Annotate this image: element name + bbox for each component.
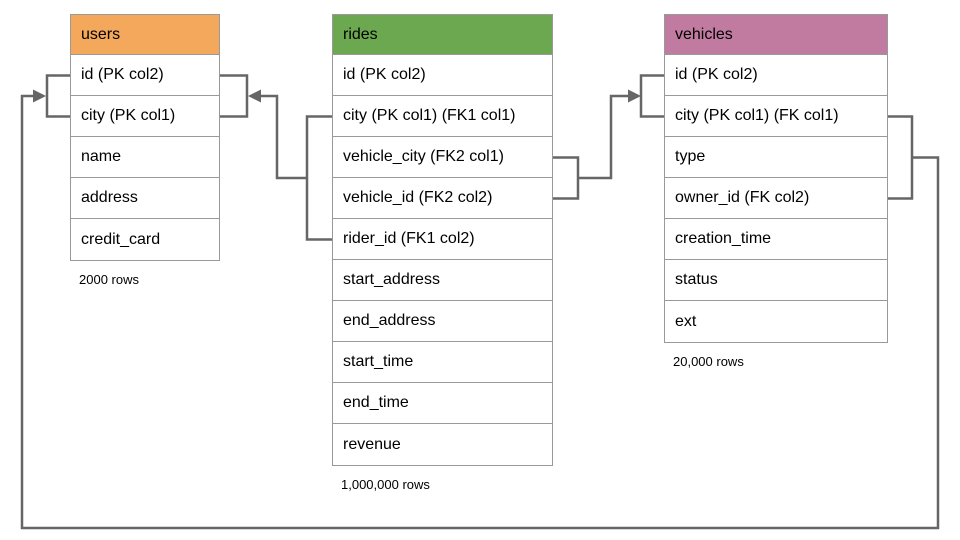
rides-fk2-bracket <box>553 156 580 200</box>
table-row-rides: rider_id (FK1 col2) <box>333 219 552 260</box>
rides-to-vehicles-connector <box>578 94 629 180</box>
table-header-rides: rides <box>333 15 552 55</box>
table-row-rides: end_address <box>333 301 552 342</box>
vehicles-to-users-connector <box>20 94 940 530</box>
table-vehicles: vehicles id (PK col2)city (PK col1) (FK … <box>664 14 888 343</box>
table-row-users: id (PK col2) <box>71 55 219 96</box>
row-count-vehicles: 20,000 rows <box>673 354 744 369</box>
table-row-vehicles: city (PK col1) (FK col1) <box>665 96 887 137</box>
row-count-users: 2000 rows <box>79 272 139 287</box>
table-row-rides: start_time <box>333 342 552 383</box>
table-row-vehicles: ext <box>665 301 887 342</box>
table-row-rides: vehicle_city (FK2 col1) <box>333 137 552 178</box>
vehicles-fk-bracket-right <box>888 115 914 200</box>
table-row-vehicles: id (PK col2) <box>665 55 887 96</box>
row-count-rides: 1,000,000 rows <box>341 477 430 492</box>
users-pk-bracket-left <box>45 74 70 118</box>
table-row-users: name <box>71 137 219 178</box>
rides-to-users-connector <box>260 94 307 180</box>
vehicles-to-users-arrow-icon <box>33 89 46 103</box>
table-row-rides: end_time <box>333 383 552 424</box>
table-group-vehicles: vehicles id (PK col2)city (PK col1) (FK … <box>664 14 888 369</box>
rides-fk1-bracket <box>305 115 332 241</box>
table-group-rides: rides id (PK col2)city (PK col1) (FK1 co… <box>332 14 553 492</box>
table-row-rides: city (PK col1) (FK1 col1) <box>333 96 552 137</box>
table-header-users: users <box>71 15 219 55</box>
table-row-rides: revenue <box>333 424 552 465</box>
table-row-vehicles: creation_time <box>665 219 887 260</box>
users-pk-bracket-right <box>220 74 249 118</box>
table-header-vehicles: vehicles <box>665 15 887 55</box>
table-row-users: city (PK col1) <box>71 96 219 137</box>
table-row-rides: vehicle_id (FK2 col2) <box>333 178 552 219</box>
table-row-rides: start_address <box>333 260 552 301</box>
rides-to-users-arrow-icon <box>248 89 261 103</box>
table-row-users: address <box>71 178 219 219</box>
table-row-vehicles: type <box>665 137 887 178</box>
table-rows-vehicles: id (PK col2)city (PK col1) (FK col1)type… <box>665 55 887 342</box>
rides-to-vehicles-arrow-icon <box>628 89 641 103</box>
table-row-vehicles: owner_id (FK col2) <box>665 178 887 219</box>
table-rides: rides id (PK col2)city (PK col1) (FK1 co… <box>332 14 553 466</box>
table-row-vehicles: status <box>665 260 887 301</box>
table-row-users: credit_card <box>71 219 219 260</box>
vehicles-pk-bracket-left <box>639 74 664 118</box>
table-row-rides: id (PK col2) <box>333 55 552 96</box>
table-rows-rides: id (PK col2)city (PK col1) (FK1 col1)veh… <box>333 55 552 465</box>
